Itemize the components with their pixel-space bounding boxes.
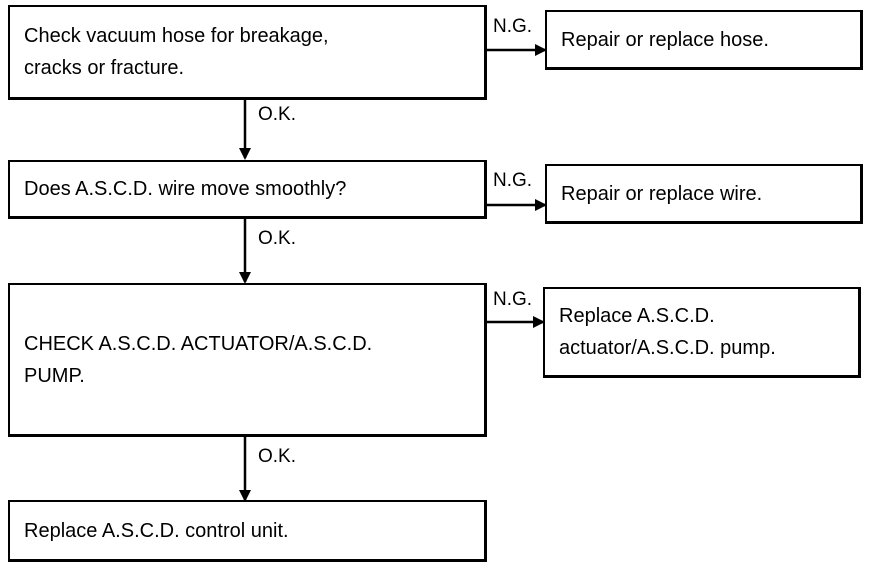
ng-action-2-text: Repair or replace wire. [561,182,763,205]
ng-action-1-box: Repair or replace hose. [545,10,863,70]
ng-label-2: N.G. [493,170,533,191]
ok-label-3: O.K. [258,446,297,467]
step-2-text: Does A.S.C.D. wire move smoothly? [24,178,347,200]
step-2-box: Does A.S.C.D. wire move smoothly? [8,160,487,219]
ok-label-1: O.K. [258,104,297,125]
ng-label-3: N.G. [493,289,533,310]
ok-label-2: O.K. [258,228,297,249]
step-4-text: Replace A.S.C.D. control unit. [24,519,289,542]
step-1-text: Check vacuum hose for breakage, cracks o… [24,25,329,79]
step-4-box: Replace A.S.C.D. control unit. [8,500,487,562]
ng-action-3-text: Replace A.S.C.D. actuator/A.S.C.D. pump. [559,305,776,359]
ng-action-2-box: Repair or replace wire. [545,164,863,224]
ng-action-3-box: Replace A.S.C.D. actuator/A.S.C.D. pump. [543,287,861,378]
ng-label-1: N.G. [493,16,533,37]
step-3-box: CHECK A.S.C.D. ACTUATOR/A.S.C.D. PUMP. [8,283,487,437]
ng-action-1-text: Repair or replace hose. [561,28,769,51]
step-1-box: Check vacuum hose for breakage, cracks o… [8,5,487,100]
step-3-text: CHECK A.S.C.D. ACTUATOR/A.S.C.D. PUMP. [24,332,373,387]
